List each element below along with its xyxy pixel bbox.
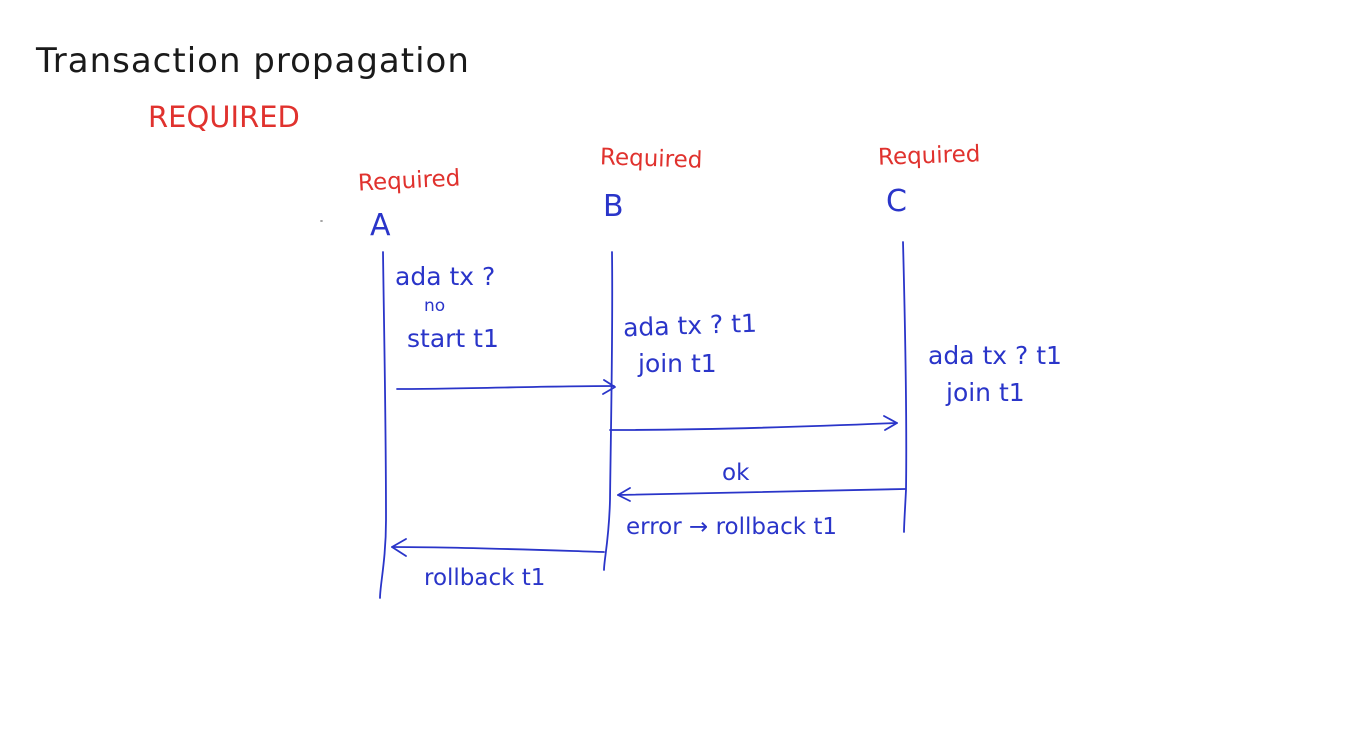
propagation-type: REQUIRED [148,100,300,134]
arrowhead-a-to-b [602,379,616,395]
lifeline-c [902,241,908,533]
message-rollback-a: rollback t1 [424,565,546,591]
arrowhead-b-to-a [391,538,407,557]
message-ok: ok [722,460,750,486]
role-label-c: Required [877,141,981,171]
arrow-b-to-a [391,546,605,553]
lifeline-b [603,251,614,571]
page-title: Transaction propagation [36,41,470,81]
note-c-join: join t1 [946,378,1025,407]
note-a-start: start t1 [407,324,499,353]
note-a-question: ada tx ? [395,262,496,291]
note-a-answer: no [424,296,446,316]
message-error-rollback: error → rollback t1 [626,514,837,540]
participant-a: A [370,208,391,243]
arrow-a-to-b [396,385,615,390]
participant-c: C [886,184,907,219]
lifeline-a [379,251,387,599]
note-c-question: ada tx ? t1 [928,341,1062,370]
note-b-question: ada tx ? t1 [622,308,758,343]
participant-b: B [603,189,624,224]
role-label-a: Required [357,165,461,197]
role-label-b: Required [599,144,703,174]
arrowhead-c-to-b [617,487,631,502]
note-b-join: join t1 [638,349,717,378]
arrowhead-b-to-c [883,415,898,431]
arrow-b-to-c [609,422,898,431]
arrow-c-to-b [617,488,906,496]
